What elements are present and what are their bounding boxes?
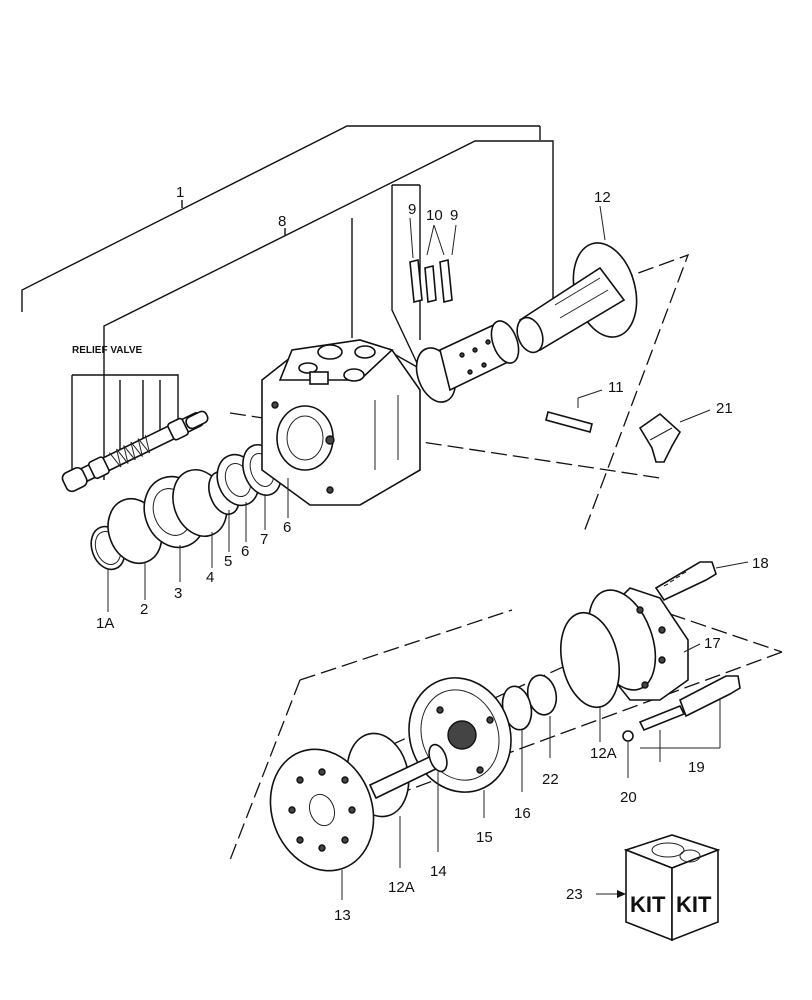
relief-valve-label: RELIEF VALVE [72, 345, 143, 356]
gerotor [408, 677, 512, 793]
callout-22: 22 [542, 771, 559, 788]
screw-19 [638, 675, 741, 732]
callout-20: 20 [620, 789, 637, 806]
callout-5: 5 [224, 553, 232, 570]
callout-18: 18 [752, 555, 769, 572]
relief-valve-assembly [61, 410, 209, 493]
callout-7: 7 [260, 531, 268, 548]
callout-11: 11 [608, 379, 624, 396]
callout-19: 19 [688, 759, 705, 776]
callout-1: 1 [176, 184, 184, 201]
end-plate [269, 748, 375, 872]
callout-1A: 1A [96, 615, 114, 632]
callout-21: 21 [716, 400, 733, 417]
callout-12: 12 [594, 189, 611, 206]
spool-sleeve [409, 258, 520, 403]
rotor-sleeve [516, 242, 638, 354]
callout-23: 23 [566, 886, 583, 903]
callout-9a: 9 [408, 201, 416, 218]
callout-13: 13 [334, 907, 351, 924]
leader-lines [107, 205, 749, 900]
kit-box: KIT KIT [623, 834, 721, 942]
kit-arrow [617, 890, 626, 898]
kit-label-left: KIT [630, 892, 666, 917]
callout-14: 14 [430, 863, 447, 880]
callout-3: 3 [174, 585, 182, 602]
callout-15: 15 [476, 829, 493, 846]
callout-17: 17 [704, 635, 721, 652]
callout-12Aa: 12A [590, 745, 617, 762]
callout-12Ab: 12A [388, 879, 415, 896]
callout-labels: RELIEF VALVE 1 8 9 10 9 12 11 21 1A 2 3 … [72, 184, 769, 924]
callout-9b: 9 [450, 207, 458, 224]
pin [545, 411, 593, 433]
callout-2: 2 [140, 601, 148, 618]
callout-4: 4 [206, 569, 214, 586]
callout-10: 10 [426, 207, 443, 224]
callout-16: 16 [514, 805, 531, 822]
drive-shaft [368, 743, 448, 800]
callout-8: 8 [278, 213, 286, 230]
seals-lower [346, 611, 634, 818]
fitting [638, 412, 682, 463]
callout-6a: 6 [241, 543, 249, 560]
valve-housing [261, 339, 421, 506]
screw-18 [654, 561, 717, 602]
callout-6b: 6 [283, 519, 291, 536]
kit-label-right: KIT [676, 892, 712, 917]
